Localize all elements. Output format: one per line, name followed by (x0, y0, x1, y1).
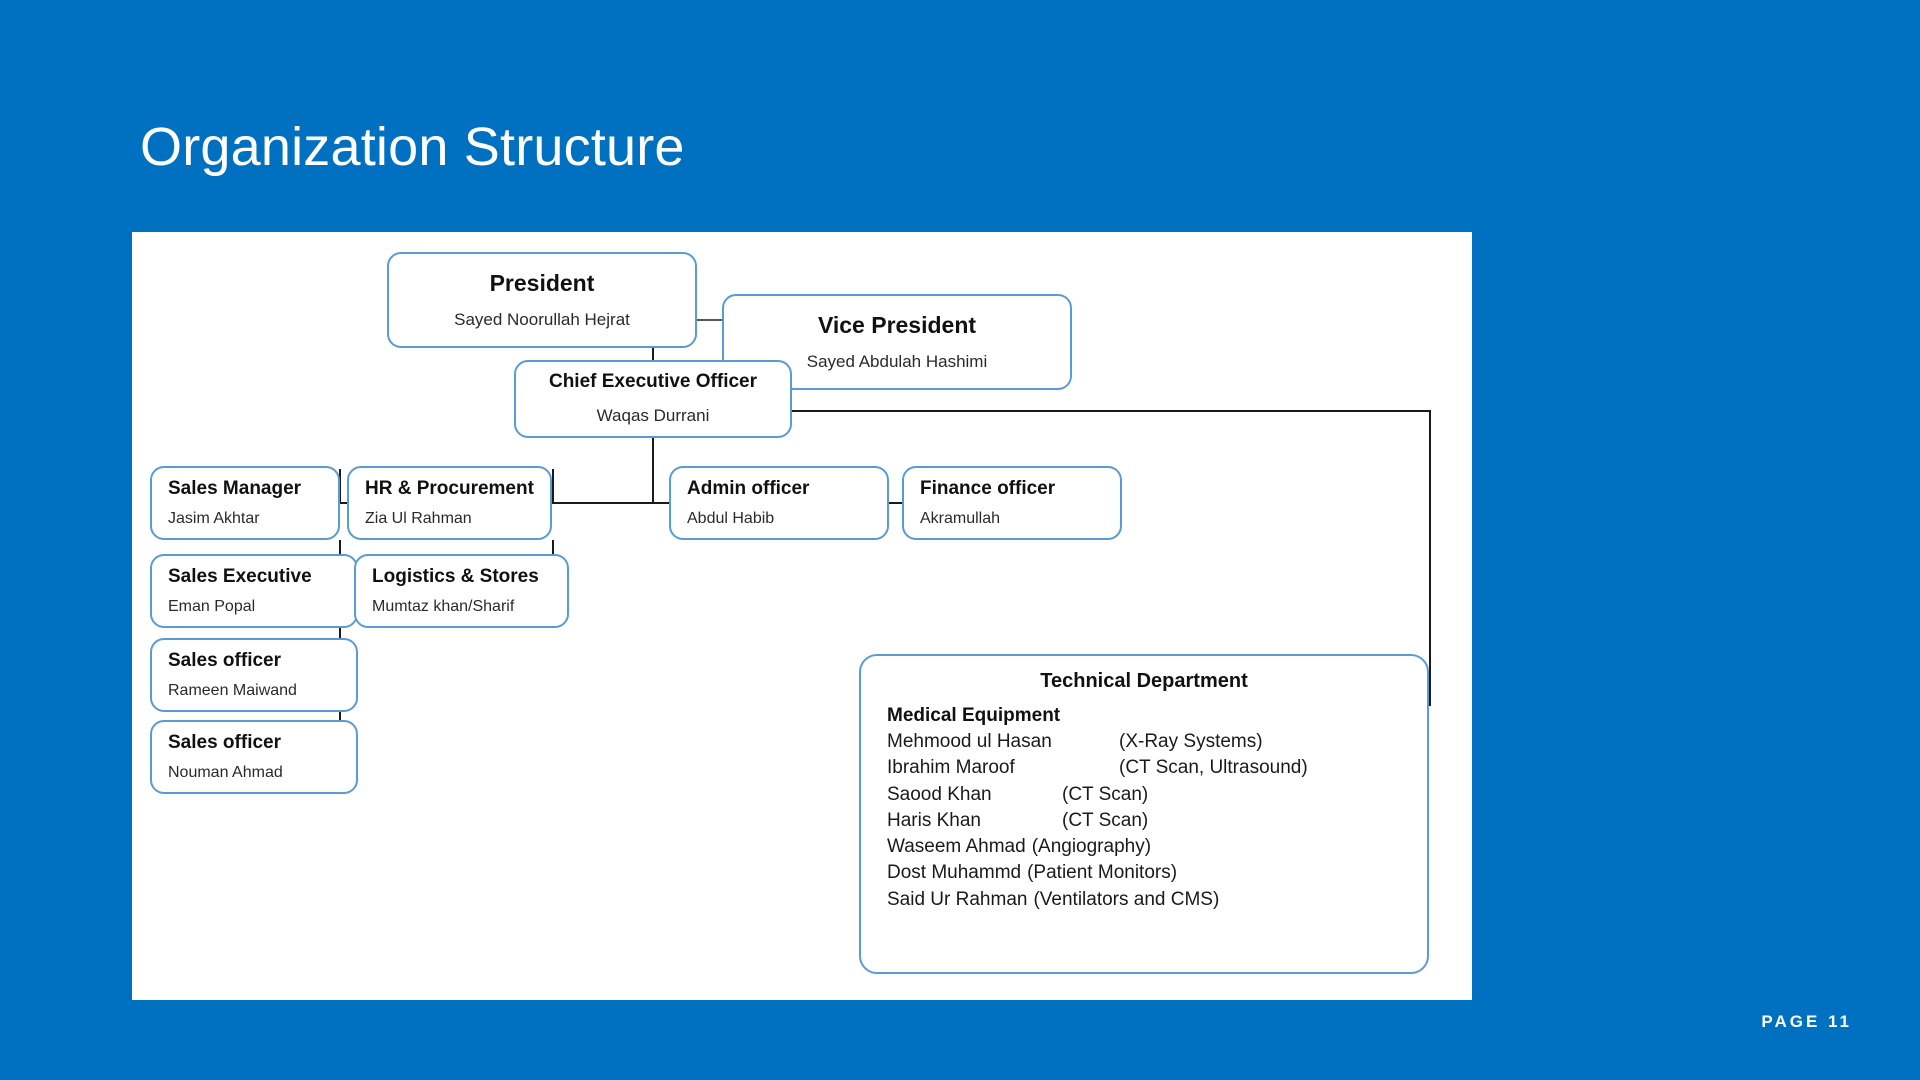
technical-staff-name: Mehmood ul Hasan (887, 731, 1052, 753)
technical-staff-specialty: (CT Scan, Ultrasound) (1119, 757, 1308, 779)
technical-staff-name: Ibrahim Maroof (887, 757, 1015, 779)
technical-staff-row: Said Ur Rahman (Ventilators and CMS) (887, 887, 1427, 913)
node-admin-officer-person: Abdul Habib (687, 510, 775, 528)
connector-sales-manager-to-executive (339, 540, 341, 564)
node-technical-department[interactable]: Technical Department Medical Equipment M… (859, 654, 1429, 974)
technical-staff-specialty: (Ventilators and CMS) (1033, 888, 1220, 910)
technical-staff-name: Dost Muhammd (887, 862, 1022, 884)
technical-staff-name: Said Ur Rahman (887, 888, 1028, 910)
node-sales-officer-2[interactable]: Sales officer Nouman Ahmad (150, 720, 358, 794)
node-ceo-person: Waqas Durrani (596, 406, 710, 426)
node-finance-officer-person: Akramullah (920, 510, 1001, 528)
technical-staff-specialty: (Angiography) (1031, 836, 1152, 858)
node-admin-officer-title: Admin officer (687, 477, 810, 499)
node-logistics-stores-person: Mumtaz khan/Sharif (372, 598, 515, 616)
technical-staff-specialty: (CT Scan) (1062, 809, 1149, 831)
page-number-label: PAGE 11 (1761, 1012, 1852, 1031)
node-sales-manager-person: Jasim Akhtar (168, 510, 260, 528)
technical-staff-specialty: (CT Scan) (1062, 783, 1149, 805)
node-logistics-stores-title: Logistics & Stores (372, 565, 539, 587)
node-sales-executive-title: Sales Executive (168, 565, 312, 587)
node-president-person: Sayed Noorullah Hejrat (454, 309, 630, 329)
technical-staff-row: Ibrahim Maroof (CT Scan, Ultrasound) (887, 755, 1427, 781)
connector-drop-sales-manager (339, 469, 341, 503)
technical-staff-specialty: (Patient Monitors) (1027, 862, 1178, 884)
node-finance-officer[interactable]: Finance officer Akramullah (902, 466, 1122, 540)
node-sales-officer-1-person: Rameen Maiwand (168, 682, 297, 700)
node-sales-manager-title: Sales Manager (168, 477, 302, 499)
node-president[interactable]: President Sayed Noorullah Hejrat (387, 252, 697, 348)
technical-staff-row: Waseem Ahmad (Angiography) (887, 834, 1427, 860)
technical-staff-row: Saood Khan (CT Scan) (887, 782, 1427, 808)
technical-group-label: Medical Equipment (887, 705, 1061, 726)
technical-staff-name: Haris Khan (887, 809, 981, 831)
node-sales-executive-person: Eman Popal (168, 598, 256, 616)
connector-ceo-down (652, 436, 654, 502)
connector-ceo-to-technical (791, 410, 1431, 412)
node-sales-officer-1[interactable]: Sales officer Rameen Maiwand (150, 638, 358, 712)
page-title: Organization Structure (140, 117, 685, 177)
technical-staff-row: Haris Khan (CT Scan) (887, 808, 1427, 834)
node-ceo[interactable]: Chief Executive Officer Waqas Durrani (514, 360, 792, 438)
node-hr-procurement-person: Zia Ul Rahman (365, 510, 472, 528)
technical-staff-row: Dost Muhammd (Patient Monitors) (887, 860, 1427, 886)
technical-staff-name: Saood Khan (887, 783, 992, 805)
node-sales-officer-2-person: Nouman Ahmad (168, 764, 283, 782)
node-ceo-title: Chief Executive Officer (548, 371, 758, 393)
technical-staff-row: Mehmood ul Hasan (X-Ray Systems) (887, 729, 1427, 755)
node-sales-officer-2-title: Sales officer (168, 731, 281, 753)
node-admin-officer[interactable]: Admin officer Abdul Habib (669, 466, 889, 540)
technical-staff-specialty: (X-Ray Systems) (1119, 731, 1263, 753)
node-sales-executive[interactable]: Sales Executive Eman Popal (150, 554, 358, 628)
node-sales-officer-1-title: Sales officer (168, 649, 281, 671)
node-finance-officer-title: Finance officer (920, 477, 1056, 499)
node-vice-president-title: Vice President (817, 312, 977, 338)
node-hr-procurement[interactable]: HR & Procurement Zia Ul Rahman (347, 466, 552, 540)
node-hr-procurement-title: HR & Procurement (365, 477, 534, 499)
connector-drop-hr (552, 469, 554, 503)
technical-staff-name: Waseem Ahmad (887, 836, 1026, 858)
node-logistics-stores[interactable]: Logistics & Stores Mumtaz khan/Sharif (354, 554, 569, 628)
connector-technical-vertical (1429, 410, 1431, 706)
connector-hr-to-logistics (552, 540, 554, 564)
org-chart-panel: President Sayed Noorullah Hejrat Vice Pr… (132, 232, 1472, 1000)
node-sales-manager[interactable]: Sales Manager Jasim Akhtar (150, 466, 340, 540)
node-president-title: President (489, 270, 595, 296)
technical-department-staff-list: Medical Equipment Mehmood ul Hasan (X-Ra… (861, 703, 1427, 913)
node-vice-president-person: Sayed Abdulah Hashimi (806, 351, 988, 371)
technical-department-title: Technical Department (1040, 670, 1248, 692)
